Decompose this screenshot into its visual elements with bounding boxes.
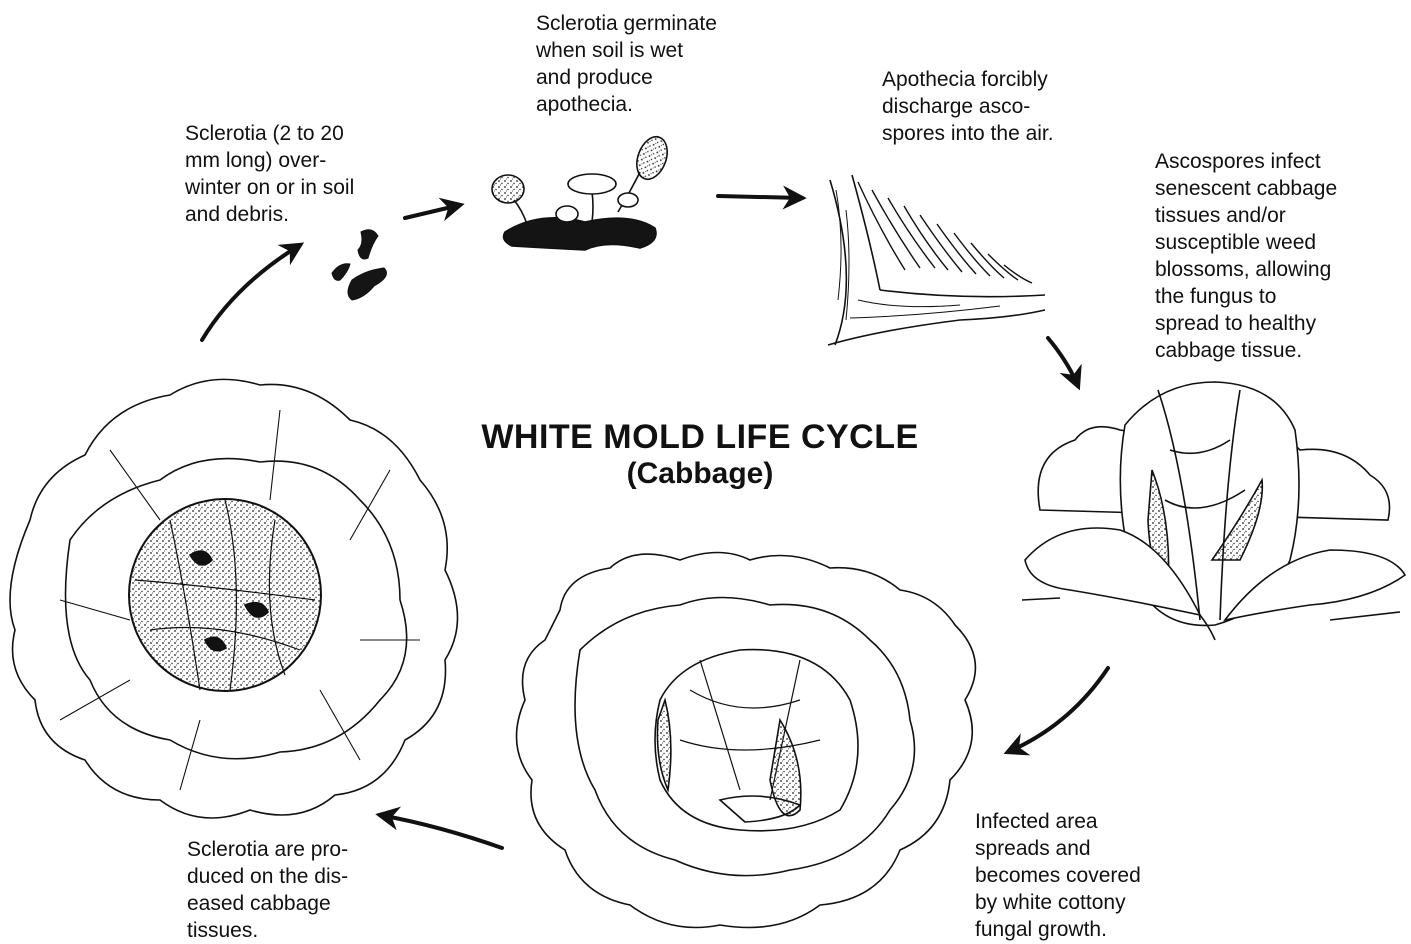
caption-spread: Infected area spreads and becomes covere… [975, 808, 1215, 943]
arrow-infection-to-spread [1008, 668, 1108, 752]
caption-infect: Ascospores infect senescent cabbage tiss… [1155, 148, 1395, 364]
arrow-apothecia-to-cross-section [718, 196, 802, 198]
apothecia-illustration [492, 133, 673, 250]
asci-row [858, 182, 1032, 283]
caption-overwinter: Sclerotia (2 to 20 mm long) over- winter… [185, 120, 425, 228]
arrow-debris-to-sclerotia [202, 245, 300, 340]
title-line-2: (Cabbage) [380, 456, 1020, 492]
apothecium-cross-section [828, 175, 1045, 345]
title-line-1: WHITE MOLD LIFE CYCLE [380, 418, 1020, 456]
caption-discharge: Apothecia forcibly discharge asco- spore… [882, 66, 1122, 147]
caption-germinate: Sclerotia germinate when soil is wet and… [536, 10, 776, 118]
caption-produced: Sclerotia are pro- duced on the dis- eas… [187, 836, 407, 944]
arrow-ascospores-to-cabbage [1048, 338, 1078, 386]
diagram-title: WHITE MOLD LIFE CYCLE (Cabbage) [380, 418, 1020, 492]
sclerotia-illustration [332, 230, 386, 300]
infected-cabbage-illustration [1022, 382, 1405, 640]
spreading-cabbage-illustration [516, 553, 975, 928]
